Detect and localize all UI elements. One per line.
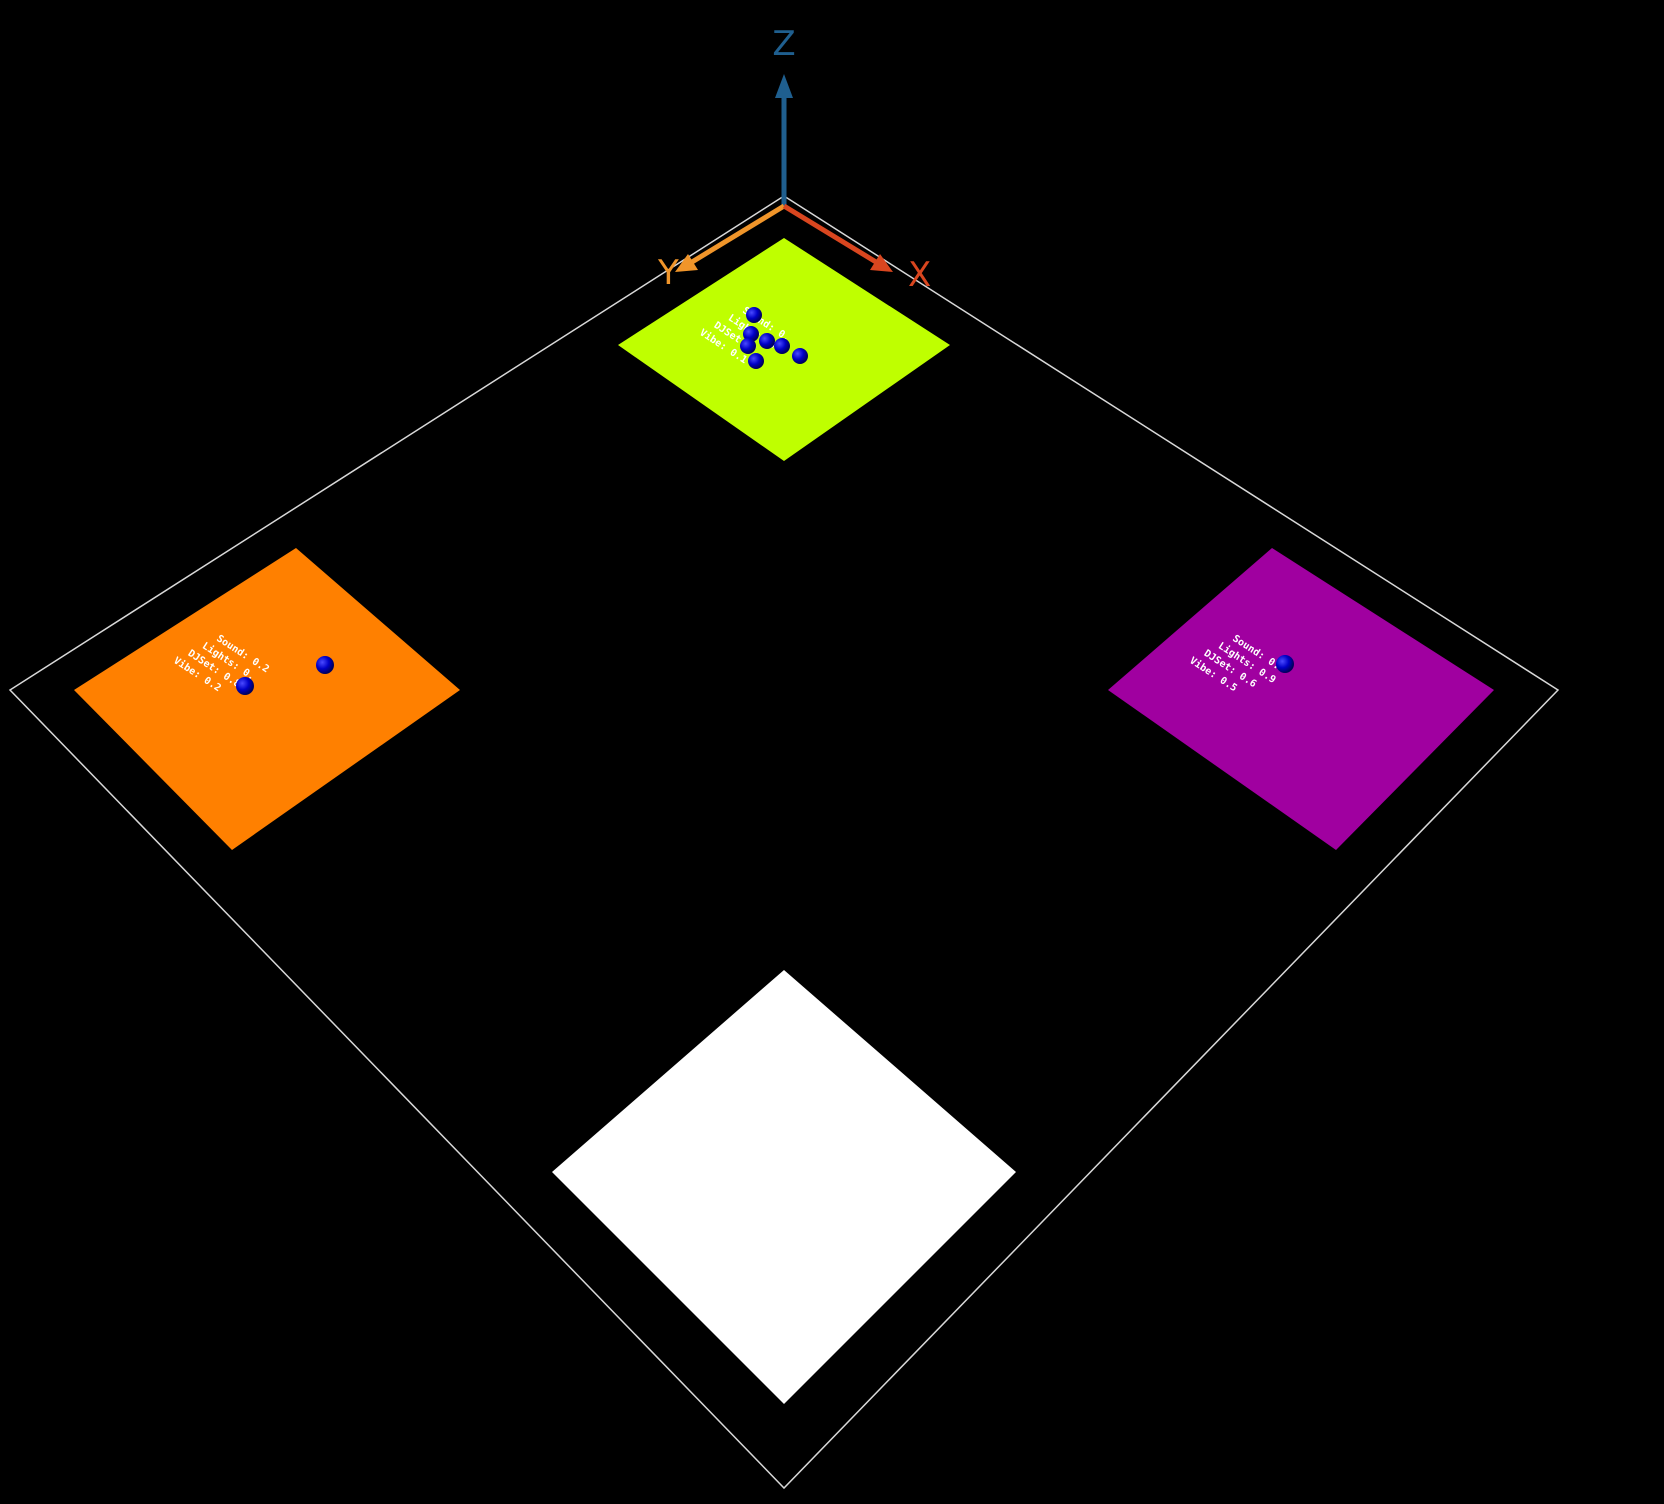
marker-sphere[interactable] (236, 677, 254, 695)
floor-outline (8, 195, 1560, 1490)
x-axis-arrowhead (870, 254, 893, 272)
marker-sphere[interactable] (1276, 655, 1294, 673)
zone-white[interactable] (552, 970, 1016, 1404)
zone-purple-stats: Sound: 0. Lights: 0.9 DJSet: 0.6 Vibe: 0… (1187, 633, 1281, 694)
marker-sphere[interactable] (743, 326, 759, 342)
marker-sphere[interactable] (774, 338, 790, 354)
y-axis-label: Y (657, 253, 679, 293)
y-axis-line (690, 203, 786, 265)
zone-orange[interactable] (74, 548, 460, 850)
marker-sphere[interactable] (746, 307, 762, 323)
x-axis-line (782, 203, 878, 265)
axes-gizmo: Z Y X (657, 24, 931, 295)
marker-sphere[interactable] (316, 656, 334, 674)
x-axis-label: X (908, 255, 931, 295)
marker-sphere[interactable] (748, 353, 764, 369)
y-axis-arrowhead (675, 254, 698, 272)
marker-sphere[interactable] (759, 333, 775, 349)
marker-sphere[interactable] (792, 348, 808, 364)
z-axis-label: Z (772, 24, 795, 64)
z-axis-arrowhead (775, 74, 793, 98)
zone-purple[interactable] (1108, 548, 1494, 850)
markers (236, 307, 1294, 695)
marker-sphere[interactable] (740, 338, 756, 354)
